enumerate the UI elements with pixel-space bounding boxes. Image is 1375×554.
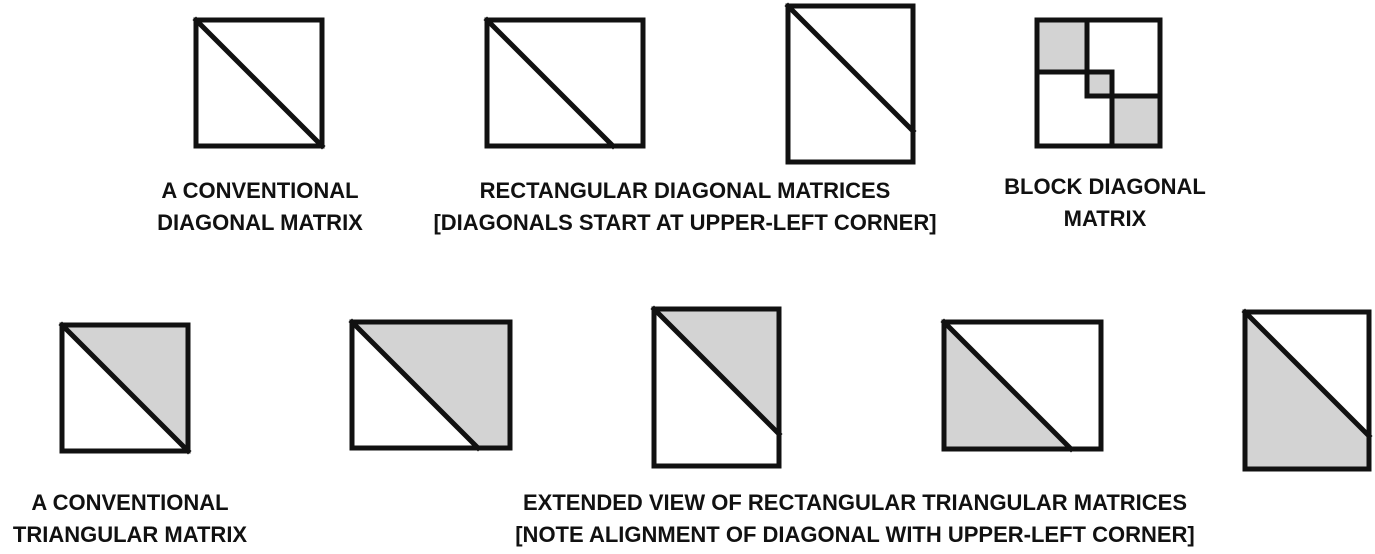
rectangular-diagonal-matrix-tall xyxy=(784,2,917,165)
conventional-diagonal-matrix xyxy=(192,16,326,150)
rectangular-triangular-matrix-wide-lower xyxy=(940,318,1104,453)
conventional-triangular-matrix xyxy=(58,321,192,455)
rectangular-triangular-matrix-tall-lower xyxy=(1241,308,1373,472)
caption-block-diagonal: BLOCK DIAGONAL MATRIX xyxy=(1004,174,1206,231)
caption-conventional-diagonal: A CONVENTIONAL DIAGONAL MATRIX xyxy=(157,178,363,235)
caption-conventional-triangular: A CONVENTIONAL TRIANGULAR MATRIX xyxy=(12,490,248,547)
rectangular-diagonal-matrix-wide xyxy=(483,16,646,150)
block-diagonal-matrix xyxy=(1034,17,1163,149)
rectangular-triangular-matrix-tall-upper xyxy=(650,305,783,469)
caption-extended-triangular: EXTENDED VIEW OF RECTANGULAR TRIANGULAR … xyxy=(515,490,1195,547)
caption-rectangular-diagonal: RECTANGULAR DIAGONAL MATRICES [DIAGONALS… xyxy=(433,178,937,235)
rectangular-triangular-matrix-wide-upper xyxy=(348,318,513,452)
